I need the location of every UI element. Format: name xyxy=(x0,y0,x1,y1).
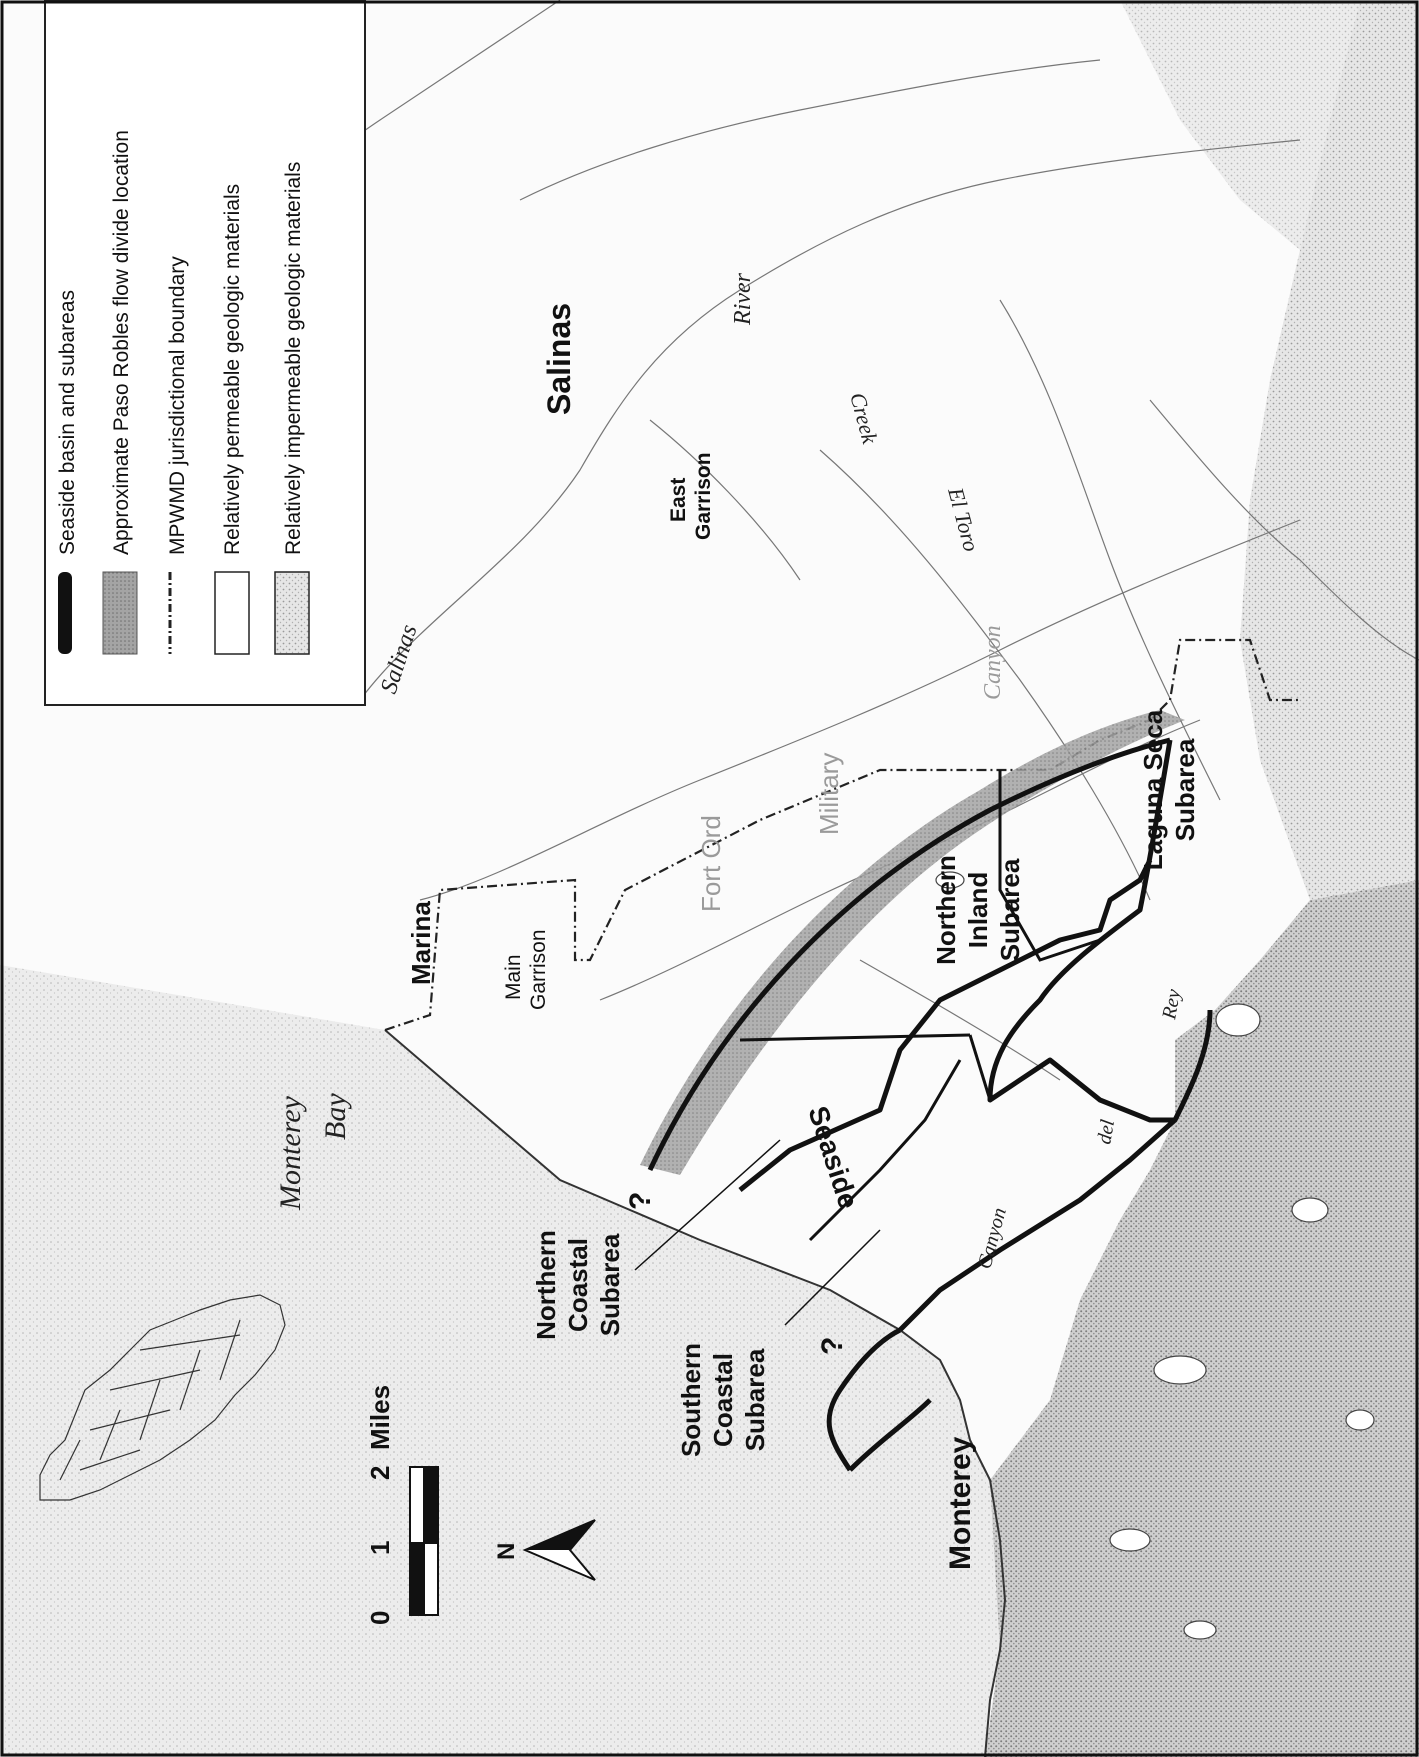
label-laguna-seca-2: Subarea xyxy=(1170,738,1200,841)
label-monterey-bay-1: Monterey xyxy=(274,1095,307,1211)
legend-label-impermeable: Relatively impermeable geologic material… xyxy=(282,162,305,555)
question-mark-north: ? xyxy=(624,1192,657,1210)
legend: Seaside basin and subareas Approximate P… xyxy=(44,0,366,706)
label-main-garrison-1: Main xyxy=(502,954,525,1000)
legend-symbol-flow-divide xyxy=(102,571,138,655)
legend-symbol-permeable xyxy=(214,571,250,655)
subarea-labels: Northern Inland Subarea Laguna Seca Suba… xyxy=(531,709,1200,1457)
label-southern-coastal-2: Coastal xyxy=(708,1353,738,1447)
north-label: N xyxy=(493,1543,520,1560)
leader-lines xyxy=(634,1139,881,1326)
place-labels: Salinas Salinas River East Garrison El T… xyxy=(274,272,1185,1570)
legend-label-flow-divide: Approximate Paso Robles flow divide loca… xyxy=(110,130,133,555)
seaside-basin-outline xyxy=(647,737,1213,1472)
legend-label-basin: Seaside basin and subareas xyxy=(56,290,79,555)
monterey-bay-water xyxy=(0,965,1005,1757)
north-arrow-icon: N xyxy=(493,1519,596,1581)
label-northern-inland-1: Northern xyxy=(931,855,961,965)
label-laguna-seca-1: Laguna Seca xyxy=(1138,709,1168,870)
scale-label-unit: Miles xyxy=(365,1385,395,1450)
impermeable-hills-southwest xyxy=(985,880,1419,1757)
ocean-upper-water xyxy=(40,990,385,1030)
label-del: del xyxy=(1093,1118,1119,1146)
coastline xyxy=(384,1029,1007,1757)
label-main-garrison-2: Garrison xyxy=(527,929,550,1010)
mpwmd-boundary xyxy=(384,638,1300,1032)
label-fort-ord: Fort Ord xyxy=(696,815,726,912)
label-military: Military xyxy=(814,753,844,835)
label-northern-coastal-2: Coastal xyxy=(563,1238,593,1332)
label-salinas-river-b: River xyxy=(730,272,756,326)
legend-symbol-impermeable xyxy=(274,571,310,655)
question-mark-south: ? xyxy=(816,1337,849,1355)
inset-locator-map xyxy=(39,1294,286,1501)
label-northern-inland-3: Subarea xyxy=(995,858,1025,961)
label-east-garrison-2: Garrison xyxy=(692,452,715,540)
impermeable-hills-upper xyxy=(1120,0,1360,250)
label-northern-inland-2: Inland xyxy=(963,872,993,949)
label-southern-coastal-3: Subarea xyxy=(740,1348,770,1451)
legend-label-permeable: Relatively permeable geologic materials xyxy=(221,184,244,555)
label-northern-coastal-3: Subarea xyxy=(595,1233,625,1336)
scale-label-one: 1 xyxy=(365,1541,395,1555)
ponds xyxy=(935,871,1375,1640)
label-southern-coastal-1: Southern xyxy=(676,1343,706,1457)
legend-label-mpwmd: MPWMD jurisdictional boundary xyxy=(166,256,189,555)
label-monterey: Monterey xyxy=(944,1436,977,1570)
legend-symbol-basin xyxy=(58,572,72,654)
flow-divide-band xyxy=(640,710,1185,1175)
impermeable-hills-east xyxy=(1240,0,1419,900)
label-monterey-bay-2: Bay xyxy=(319,1093,352,1140)
label-rey: Rey xyxy=(1158,987,1185,1021)
label-northern-coastal-1: Northern xyxy=(531,1230,561,1340)
label-salinas-city: Salinas xyxy=(541,303,577,415)
label-canyon-top: Canyon xyxy=(980,625,1006,700)
scale-label-two: 2 xyxy=(365,1466,395,1480)
subarea-dividers xyxy=(739,770,1101,1242)
scale-bar: 2 Miles 1 0 xyxy=(365,1385,439,1625)
label-marina: Marina xyxy=(406,901,436,985)
scale-label-zero: 0 xyxy=(365,1611,395,1625)
label-east-garrison-1: East xyxy=(667,478,690,522)
